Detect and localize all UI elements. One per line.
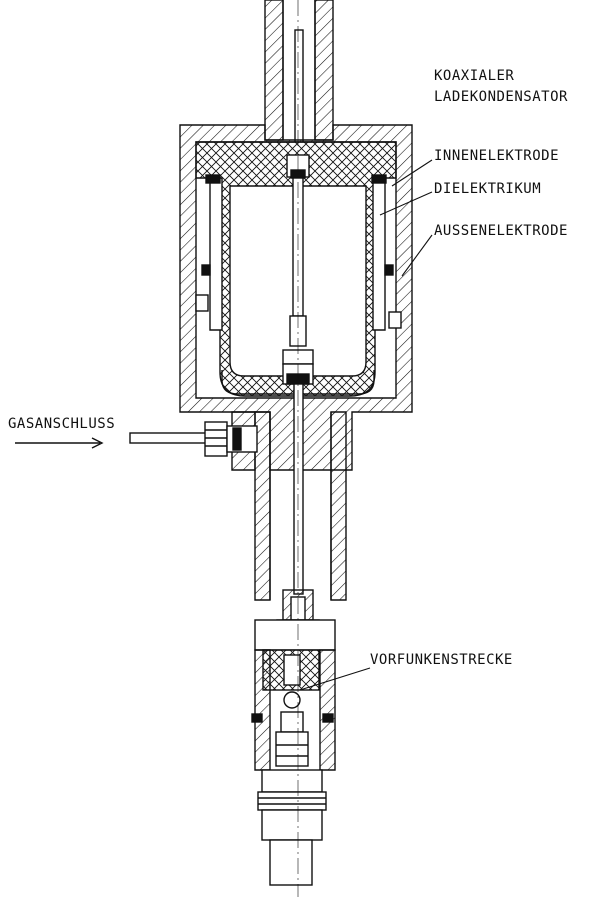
leader-lines xyxy=(299,159,433,691)
label-dielectric: DIELEKTRIKUM xyxy=(434,181,541,197)
label-inner-electrode: INNENELEKTRODE xyxy=(434,148,559,164)
gas-connector xyxy=(129,421,258,457)
outer-electrode xyxy=(195,174,402,331)
label-outer-electrode: AUSSENELEKTRODE xyxy=(434,223,568,239)
gas-arrow-icon xyxy=(15,437,104,449)
feed-tube xyxy=(264,0,334,161)
label-charging-capacitor: LADEKONDENSATOR xyxy=(434,89,568,105)
label-gas-connection: GASANSCHLUSS xyxy=(8,416,115,432)
label-coaxial: KOAXIALER xyxy=(434,68,514,84)
spark-gap-housing xyxy=(251,619,336,771)
bottom-fitting xyxy=(257,769,327,886)
label-spark-gap: VORFUNKENSTRECKE xyxy=(370,652,513,668)
